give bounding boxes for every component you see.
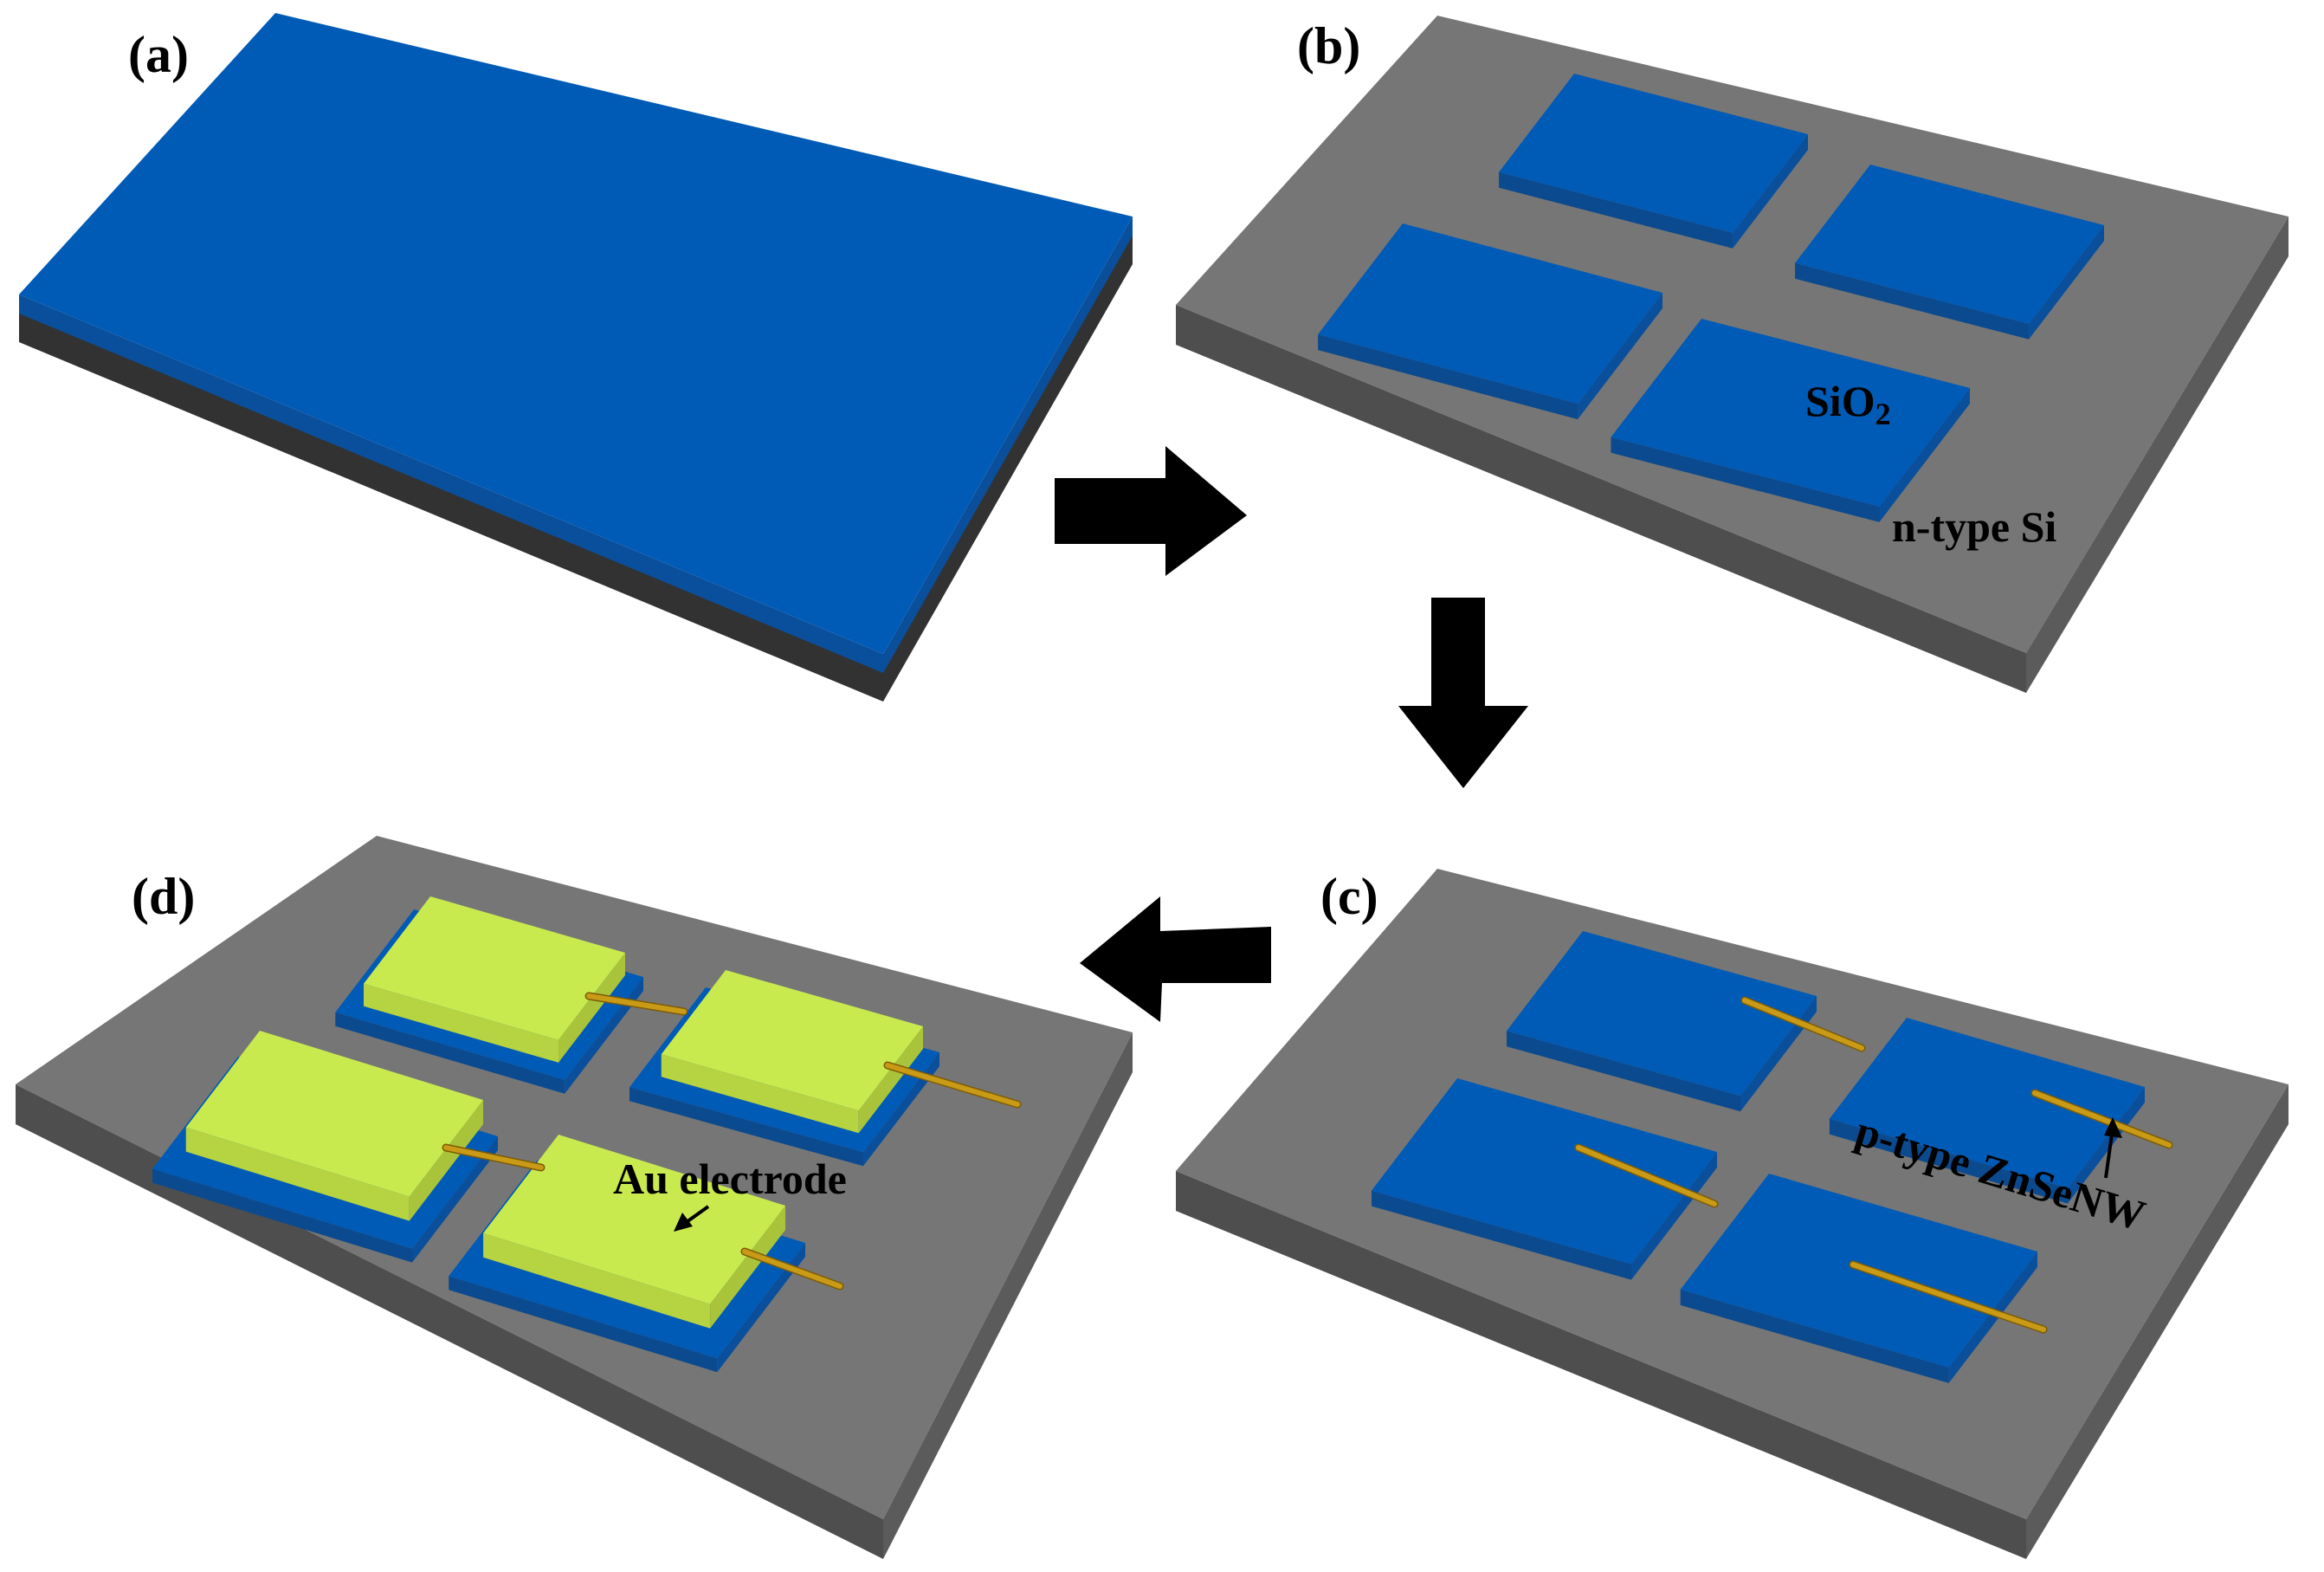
substrate-c-top [1176,869,2288,1519]
slab-front-face [1829,1118,2068,1204]
sio2-pad-c-2 [1829,1018,2145,1204]
substrate-b-right [2026,217,2288,693]
slab-side-face [710,1206,785,1329]
slab-front-face [185,1127,410,1221]
nanowire-pointer-arrow [2104,1117,2122,1179]
slab-side-face [409,1100,483,1221]
arrow-a-to-b-icon [1055,446,1247,576]
slab-side-face [2067,1087,2145,1204]
slab-front-face [1372,1190,1631,1280]
panel-d: Au electrode (d) [16,836,1133,1559]
substrate-d-right [883,1032,1133,1559]
substrate-c-front [1176,1171,2026,1559]
au-electrode-d-2 [661,970,923,1134]
panel-a: (a) [19,13,1133,702]
sio2-pad-b-3 [1318,223,1662,420]
wafer-a-sio2-right-side [883,217,1133,673]
nanowire-d-2 [885,1063,1020,1107]
slab-side-face [1948,1252,2037,1383]
substrate-b-front [1176,305,2026,693]
panel-c-label: (c) [1320,868,1378,925]
slab-front-face [1680,1289,1949,1383]
wafer-a-dark-left-side [19,312,883,702]
au-electrode-label: Au electrode [613,1155,847,1203]
slab-front-face [152,1168,412,1263]
panel-d-label: (d) [132,868,195,925]
au-electrode-d-3 [185,1031,483,1221]
panel-b-label: (b) [1297,17,1360,74]
slab-top-face [661,970,923,1111]
arrow-c-to-d-icon [1080,896,1271,1022]
slab-front-face [629,1087,863,1167]
slab-side-face [565,977,643,1094]
sio2-pad-b-2 [1795,165,2104,340]
slab-side-face [412,1136,498,1263]
slab-side-face [717,1243,805,1373]
nanowire-d-3 [443,1145,544,1170]
nanowire-c-1 [1742,998,1864,1051]
slab-side-face [1631,1152,1717,1280]
sio2-label: SiO2 [1805,377,1891,431]
slab-top-face [1829,1018,2145,1188]
slab-top-face [1611,319,1970,507]
nanowire-c-2 [2032,1090,2172,1148]
slab-side-face [1879,388,1970,522]
slab-side-face [2029,225,2104,340]
slab-front-face [364,983,558,1063]
arrow-b-to-c-icon [1398,598,1528,788]
au-electrode-d-1 [364,896,625,1063]
panel-c: p-type ZnSeNW(c) [1176,868,2288,1559]
wafer-a-dark-right-side [883,234,1133,702]
slab-side-face [863,1052,939,1167]
slab-top-face [1499,74,1808,233]
slab-top-face [1507,931,1817,1097]
slab-front-face [449,1276,718,1373]
wafer-a-sio2-top [19,13,1133,654]
panel-b: SiO2 n-type Si (b) [1176,16,2288,693]
wafer-a-sio2-left-side [19,294,883,673]
substrate-c-right [2026,1084,2288,1559]
au-electrode-d-4 [483,1135,785,1329]
slab-top-face [185,1031,483,1197]
nanowire-d-1 [586,993,687,1014]
panel-a-label: (a) [128,26,189,83]
slab-front-face [1499,171,1733,249]
nanowire-c-4 [1850,1262,2046,1332]
slab-top-face [364,896,625,1040]
slab-side-face [558,953,625,1063]
slab-front-face [1611,437,1880,522]
slab-top-face [1372,1078,1717,1265]
n-type-si-label: n-type Si [1892,502,2056,551]
slab-front-face [1318,334,1578,420]
electrode-pointer-arrow [674,1205,710,1232]
sio2-pad-c-3 [1372,1078,1717,1280]
slab-side-face [1733,134,1808,249]
sio2-pad-b-4 [1611,319,1970,522]
slab-top-face [1318,223,1662,404]
nanowire-d-4 [742,1249,842,1289]
slab-front-face [1507,1031,1740,1112]
slab-top-face [1795,165,2104,324]
slab-front-face [335,1012,565,1094]
sio2-pad-b-1 [1499,74,1808,249]
slab-front-face [661,1054,859,1134]
sio2-label-subscript: 2 [1875,397,1891,431]
slab-side-face [1578,293,1662,420]
slab-front-face [1795,262,2030,340]
slab-front-face [483,1232,711,1329]
slab-side-face [858,1026,923,1134]
slab-top-face [483,1135,785,1304]
nanowire-c-3 [1576,1145,1717,1206]
sio2-label-main: SiO [1805,377,1875,425]
